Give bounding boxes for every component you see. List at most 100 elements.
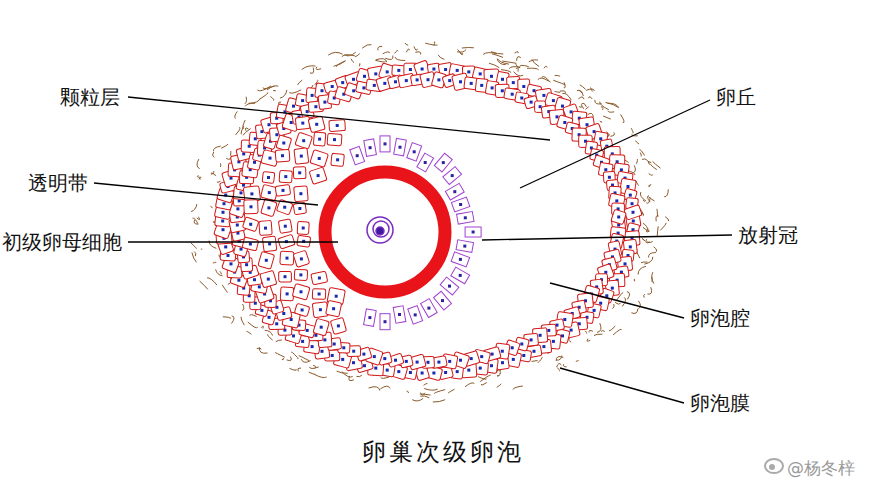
theca-fiber bbox=[555, 75, 560, 76]
theca-fiber bbox=[544, 66, 548, 68]
theca-fiber bbox=[424, 389, 437, 391]
theca-fiber bbox=[633, 166, 635, 174]
theca-fiber bbox=[515, 52, 519, 54]
granulosa-cell bbox=[261, 199, 277, 217]
cell-nucleus bbox=[284, 225, 287, 228]
cell-nucleus bbox=[442, 161, 445, 164]
theca-fiber bbox=[421, 393, 425, 395]
theca-fiber bbox=[415, 52, 420, 55]
theca-fiber bbox=[328, 52, 342, 55]
cell-nucleus bbox=[336, 158, 339, 161]
cell-nucleus bbox=[301, 340, 304, 343]
granulosa-cell bbox=[308, 116, 325, 133]
theca-fiber bbox=[273, 90, 275, 91]
theca-fiber bbox=[589, 331, 593, 333]
cell-nucleus bbox=[331, 354, 334, 357]
cell-nucleus bbox=[451, 174, 454, 177]
theca-fiber bbox=[585, 331, 587, 334]
cell-nucleus bbox=[632, 220, 635, 223]
granulosa-cell bbox=[329, 120, 346, 132]
cell-nucleus bbox=[323, 338, 326, 341]
cell-nucleus bbox=[563, 318, 566, 321]
cell-nucleus bbox=[236, 207, 239, 210]
cell-nucleus bbox=[314, 334, 317, 337]
theca-fiber bbox=[270, 97, 273, 101]
cell-nucleus bbox=[448, 360, 451, 363]
cell-nucleus bbox=[299, 192, 302, 195]
theca-fiber bbox=[248, 322, 258, 328]
theca-fiber bbox=[600, 121, 602, 122]
cell-nucleus bbox=[224, 245, 227, 248]
cell-nucleus bbox=[311, 94, 314, 97]
cell-nucleus bbox=[491, 86, 494, 89]
theca-fiber bbox=[649, 184, 651, 187]
cell-nucleus bbox=[394, 80, 397, 83]
theca-fiber bbox=[457, 50, 466, 53]
cell-nucleus bbox=[490, 75, 493, 78]
theca-fiber bbox=[532, 59, 539, 66]
cell-nucleus bbox=[336, 124, 339, 127]
granulosa-cell bbox=[327, 133, 342, 145]
theca-fiber bbox=[636, 159, 638, 164]
cell-nucleus bbox=[332, 307, 335, 310]
cell-nucleus bbox=[320, 326, 323, 329]
cell-nucleus bbox=[314, 105, 317, 108]
theca-fiber bbox=[243, 120, 245, 129]
theca-fiber bbox=[369, 387, 380, 391]
cell-nucleus bbox=[405, 360, 408, 363]
cell-nucleus bbox=[258, 285, 261, 288]
structure-label: 透明带 bbox=[28, 171, 88, 195]
theca-fiber bbox=[600, 102, 609, 110]
theca-fiber bbox=[414, 46, 417, 50]
granulosa-cell bbox=[275, 184, 290, 196]
cell-nucleus bbox=[491, 353, 494, 356]
theca-fiber bbox=[200, 281, 208, 289]
theca-fiber bbox=[601, 107, 603, 110]
theca-fiber bbox=[207, 278, 217, 285]
theca-fiber bbox=[438, 55, 444, 60]
cell-nucleus bbox=[424, 161, 427, 164]
cell-nucleus bbox=[522, 354, 525, 357]
granulosa-cell bbox=[624, 205, 642, 220]
figure-caption: 卵巢次级卵泡 bbox=[362, 440, 524, 464]
theca-fiber bbox=[268, 334, 273, 340]
theca-fiber bbox=[648, 161, 651, 162]
theca-fiber bbox=[246, 331, 251, 334]
cell-nucleus bbox=[444, 371, 447, 374]
theca-fiber bbox=[381, 377, 389, 378]
theca-fiber bbox=[569, 338, 571, 342]
cell-nucleus bbox=[267, 176, 270, 179]
cell-nucleus bbox=[620, 168, 623, 171]
theca-fiber bbox=[412, 398, 423, 401]
theca-fiber bbox=[420, 396, 429, 398]
theca-fiber bbox=[538, 78, 549, 81]
granulosa-cell bbox=[312, 302, 328, 318]
granulosa-cell bbox=[279, 271, 292, 282]
theca-fiber bbox=[644, 257, 653, 264]
cell-nucleus bbox=[520, 343, 523, 346]
theca-fiber bbox=[635, 141, 639, 144]
cell-nucleus bbox=[302, 139, 305, 142]
cell-nucleus bbox=[318, 138, 321, 141]
cell-nucleus bbox=[290, 318, 293, 321]
leader-lines bbox=[94, 97, 732, 403]
cell-nucleus bbox=[298, 207, 301, 210]
cell-nucleus bbox=[221, 220, 224, 223]
theca-fiber bbox=[385, 56, 393, 60]
cell-nucleus bbox=[331, 85, 334, 88]
theca-fiber bbox=[289, 90, 301, 93]
theca-fiber bbox=[287, 357, 292, 361]
granulosa-cell bbox=[293, 167, 306, 179]
cell-nucleus bbox=[511, 93, 514, 96]
theca-fiber bbox=[653, 161, 661, 168]
watermark: @杨冬梓 bbox=[787, 456, 855, 480]
theca-fiber bbox=[314, 374, 326, 377]
cell-nucleus bbox=[397, 69, 400, 72]
cell-nucleus bbox=[421, 68, 424, 71]
granulosa-cell bbox=[309, 167, 327, 184]
cell-nucleus bbox=[302, 227, 305, 230]
theca-fiber bbox=[291, 352, 297, 357]
corona-cell bbox=[407, 143, 422, 161]
theca-fiber bbox=[309, 372, 316, 374]
theca-fiber bbox=[265, 330, 273, 335]
